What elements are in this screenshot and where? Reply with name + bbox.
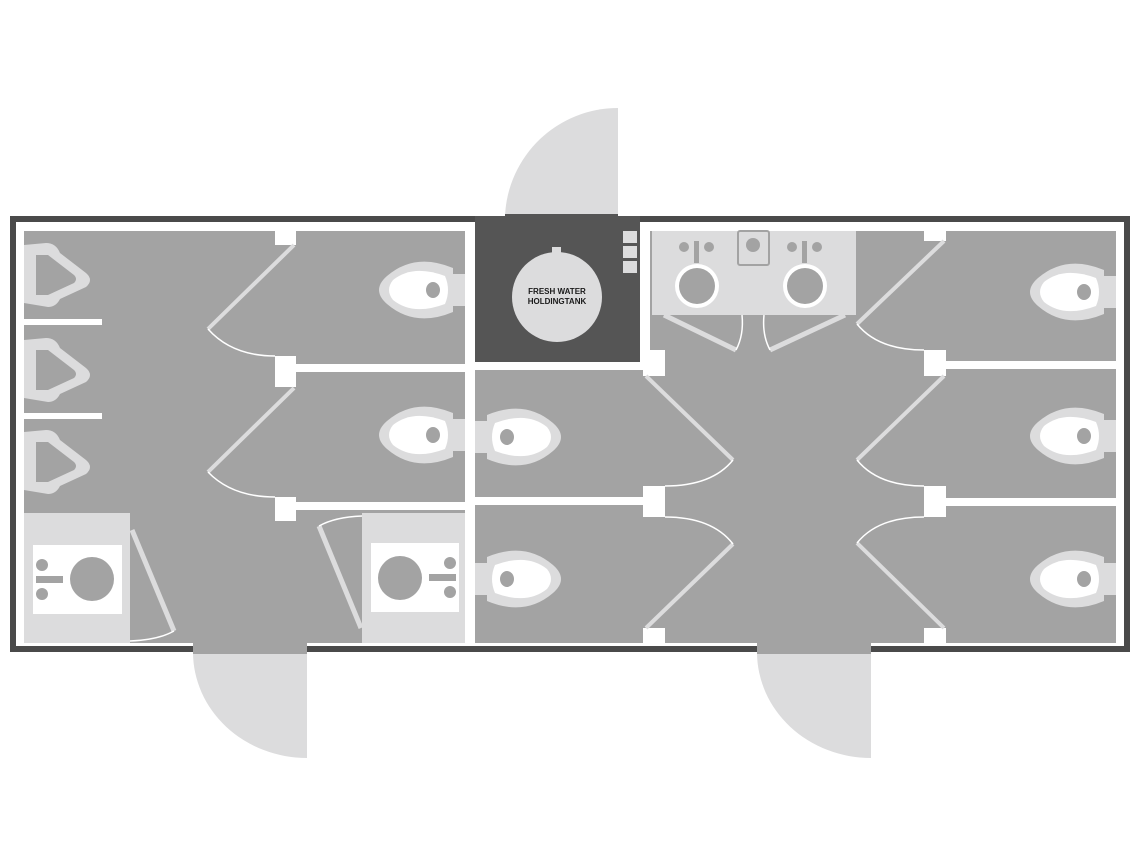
toilet-icon — [1030, 263, 1116, 321]
vanity-sink — [675, 241, 719, 308]
control-box-icon — [623, 231, 637, 243]
stall-partition — [946, 361, 1116, 369]
stall-post — [643, 628, 665, 643]
faucet-icon — [802, 241, 807, 263]
stall-post — [924, 486, 946, 517]
bottom-right-door-opening — [757, 640, 871, 654]
stall-post — [643, 486, 665, 517]
stall-door[interactable] — [644, 374, 735, 487]
faucet-handle-icon — [787, 242, 797, 252]
stall-door[interactable] — [206, 243, 296, 357]
sink-cabinet — [362, 513, 465, 643]
urinal-icon — [24, 338, 90, 402]
sink-basin-icon — [378, 556, 422, 600]
bottom-left-door-opening — [193, 640, 307, 654]
toilet-icon — [475, 550, 561, 608]
right-restroom — [475, 222, 1116, 643]
stall-post — [643, 350, 665, 376]
top-entry-door[interactable] — [505, 107, 618, 216]
faucet-handle-icon — [444, 557, 456, 569]
stall-door[interactable] — [644, 516, 735, 630]
stall-door[interactable] — [855, 239, 946, 351]
stall-post — [275, 231, 296, 245]
tank-inlet — [552, 247, 561, 253]
stall-door[interactable] — [855, 374, 946, 487]
stall-post — [275, 497, 296, 521]
vanity-sink — [783, 241, 827, 308]
left-restroom — [24, 222, 475, 646]
sink-door[interactable] — [316, 515, 364, 629]
stall-door[interactable] — [206, 386, 296, 498]
control-box-icon — [623, 246, 637, 258]
vanity-door[interactable] — [762, 312, 847, 353]
stall-post — [924, 628, 946, 643]
faucet-handle-icon — [36, 588, 48, 600]
stall-partition — [946, 498, 1116, 506]
sink-door[interactable] — [129, 529, 177, 642]
faucet-handle-icon — [704, 242, 714, 252]
soap-dispenser-icon — [737, 230, 770, 266]
stall-post — [924, 350, 946, 376]
faucet-handle-icon — [679, 242, 689, 252]
faucet-icon — [429, 574, 456, 581]
tank-room-right-wall — [640, 222, 650, 362]
faucet-icon — [36, 576, 63, 583]
faucet-handle-icon — [36, 559, 48, 571]
faucet-handle-icon — [812, 242, 822, 252]
stall-post — [275, 356, 296, 387]
tank-label-line2: HOLDINGTANK — [528, 297, 587, 306]
sink-basin-icon — [70, 557, 114, 601]
bottom-right-entry-door[interactable] — [757, 652, 871, 758]
toilet-icon — [1030, 550, 1116, 608]
sink-cabinet — [24, 513, 130, 643]
tank-label-line1: FRESH WATER — [528, 287, 586, 296]
urinal-divider — [24, 319, 102, 325]
stall-partition — [475, 497, 645, 505]
urinal-icon — [24, 243, 90, 307]
stall-post — [924, 231, 946, 241]
toilet-icon — [379, 261, 465, 319]
faucet-icon — [694, 241, 699, 263]
tank-room: FRESH WATER HOLDINGTANK — [475, 216, 640, 362]
stall-wall-right — [465, 222, 475, 646]
stall-partition — [296, 502, 465, 510]
urinal-divider — [24, 413, 102, 419]
tank-room-bottom-wall — [475, 362, 650, 370]
faucet-handle-icon — [444, 586, 456, 598]
bottom-left-entry-door[interactable] — [193, 652, 307, 758]
stall-door[interactable] — [855, 516, 946, 630]
vanity-door[interactable] — [662, 312, 744, 353]
toilet-icon — [379, 406, 465, 464]
urinal-icon — [24, 430, 90, 494]
stall-partition — [296, 364, 465, 372]
control-box-icon — [623, 261, 637, 273]
toilet-icon — [475, 408, 561, 466]
fresh-water-tank — [512, 252, 602, 342]
toilet-icon — [1030, 407, 1116, 465]
